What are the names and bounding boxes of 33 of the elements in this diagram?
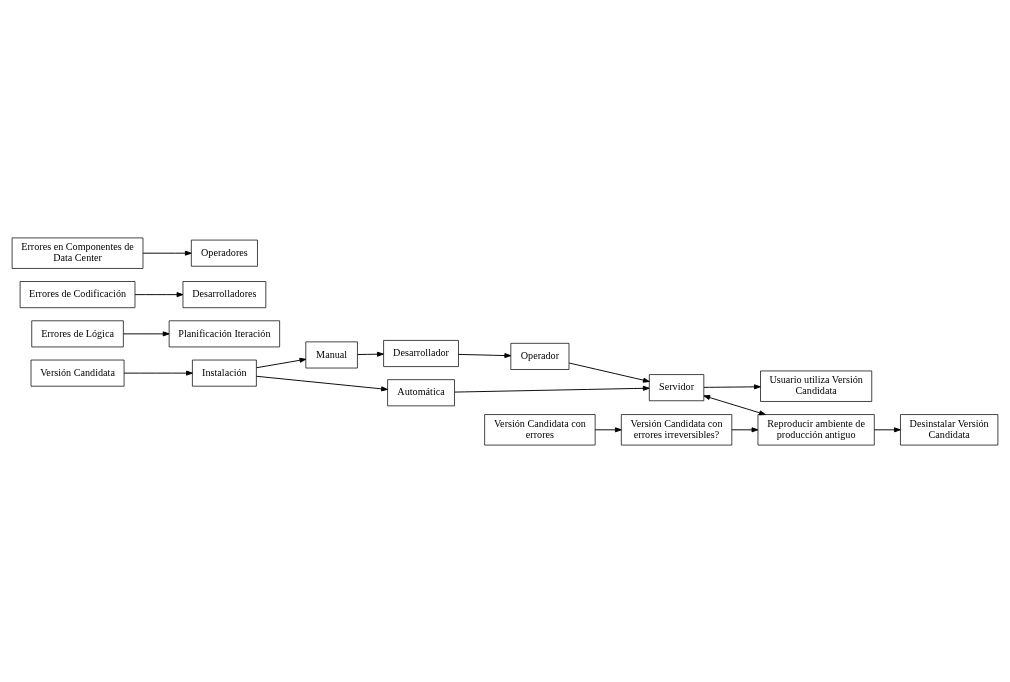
arrow [568,362,650,383]
arrow [256,357,307,368]
arrow [142,250,192,256]
arrow [123,370,193,376]
arrow [458,352,512,358]
arrow [357,351,384,357]
arrow [123,330,170,336]
node-box: Manual [305,341,358,368]
arrow [134,291,184,297]
node-box: Operador [510,342,570,370]
node-box: Reproducir ambiente de producción antiguo [757,413,875,445]
arrow [256,375,388,391]
node-box: Desarrollador [383,339,459,367]
node-box: Servidor [648,373,705,401]
arrow [454,385,650,393]
node-box: Desinstalar Versión Candidata [900,413,999,445]
node-box: Operadores [190,239,258,267]
arrow [731,426,759,432]
arrow [594,426,622,432]
node-box: Versión Candidata con errores [484,413,596,445]
node-box: Planificación Iteración [168,319,280,347]
arrow [703,394,766,415]
node-box: Versión Candidata con errores irreversibles? [620,413,733,445]
arrow [703,383,761,389]
node-box: Instalación [192,359,257,387]
node-box: Automática [387,378,455,406]
node-box: Usuario utiliza Versión Candidata [760,370,873,402]
node-box: Errores de Codificación [19,280,136,308]
node-box: Versión Candidata [30,359,125,387]
node-box: Errores de Lógica [31,319,124,347]
node-box: Errores en Componentes de Data Center [11,237,144,269]
arrow [873,426,901,432]
node-box: Desarrolladores [182,280,267,308]
